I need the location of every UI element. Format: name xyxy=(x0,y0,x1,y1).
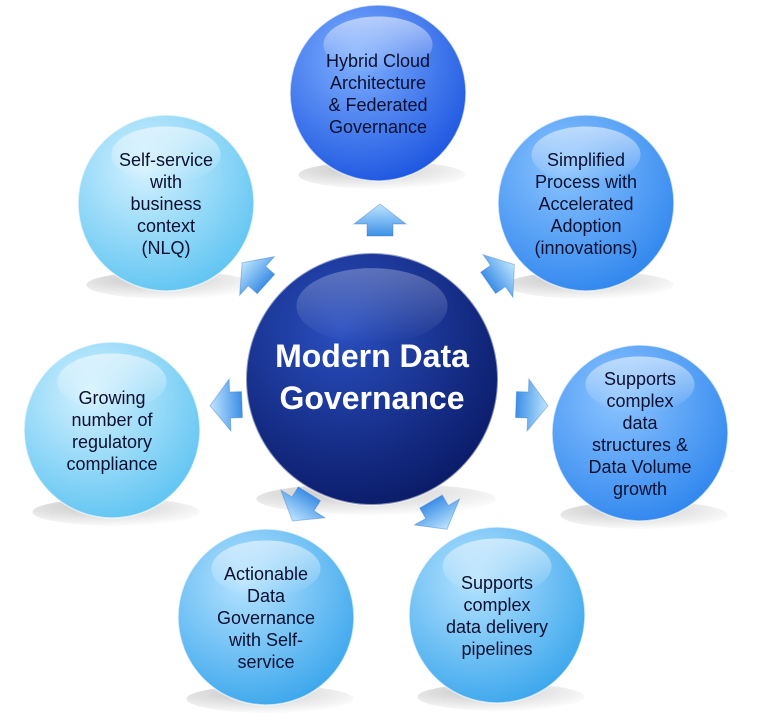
node-label-line: business xyxy=(130,194,201,214)
node-label-line: Simplified xyxy=(547,150,625,170)
arrow-icon xyxy=(279,486,327,522)
node-highlight xyxy=(111,126,221,183)
node-label-line: number of xyxy=(71,410,153,430)
node-highlight xyxy=(531,126,641,183)
node-label-line: Architecture xyxy=(330,73,426,93)
center-title-line: Governance xyxy=(280,380,465,416)
node-highlight xyxy=(585,356,695,413)
node-label-line: with xyxy=(149,172,182,192)
node-label-line: Governance xyxy=(217,608,315,628)
node-highlight xyxy=(323,16,433,73)
node-label-line: regulatory xyxy=(72,432,152,452)
node-highlight xyxy=(57,353,167,410)
node-label-line: Self-service xyxy=(119,150,213,170)
node-highlight xyxy=(442,538,552,595)
connector-arrows xyxy=(209,203,549,530)
node-label-line: Data Volume xyxy=(588,457,691,477)
node-label-line: data delivery xyxy=(446,617,548,637)
node-label-line: Data xyxy=(247,586,286,606)
node-label-line: complex xyxy=(463,595,530,615)
arrow-icon xyxy=(238,255,276,297)
node-label-line: growth xyxy=(613,479,667,499)
node-label-line: context xyxy=(137,216,195,236)
node-label-line: Process with xyxy=(535,172,637,192)
node-label-line: (NLQ) xyxy=(142,238,191,258)
node-label-line: service xyxy=(237,652,294,672)
node-highlight xyxy=(211,540,321,597)
arrow-icon xyxy=(352,203,408,237)
node-label-line: pipelines xyxy=(461,639,532,659)
node-label-line: & Federated xyxy=(328,95,427,115)
arrow-icon xyxy=(412,494,461,530)
arrow-icon xyxy=(515,377,549,433)
node-label-line: (innovations) xyxy=(534,238,637,258)
node-label-line: Supports xyxy=(461,573,533,593)
node-label-line: Growing xyxy=(78,388,145,408)
node-label-line: compliance xyxy=(66,454,157,474)
node-label-line: structures & xyxy=(592,435,688,455)
node-label-line: data xyxy=(622,413,658,433)
node-label-line: complex xyxy=(606,391,673,411)
center-highlight xyxy=(296,268,448,344)
node-label-line: with Self- xyxy=(228,630,303,650)
node-label-line: Adoption xyxy=(550,216,621,236)
arrow-icon xyxy=(480,253,515,299)
arrow-icon xyxy=(209,377,243,433)
node-label-line: Supports xyxy=(604,369,676,389)
node-label-line: Hybrid Cloud xyxy=(326,51,430,71)
node-label-line: Actionable xyxy=(224,564,308,584)
center-title-line: Modern Data xyxy=(275,338,469,374)
node-label-line: Accelerated xyxy=(538,194,633,214)
node-label-line: Governance xyxy=(329,117,427,137)
